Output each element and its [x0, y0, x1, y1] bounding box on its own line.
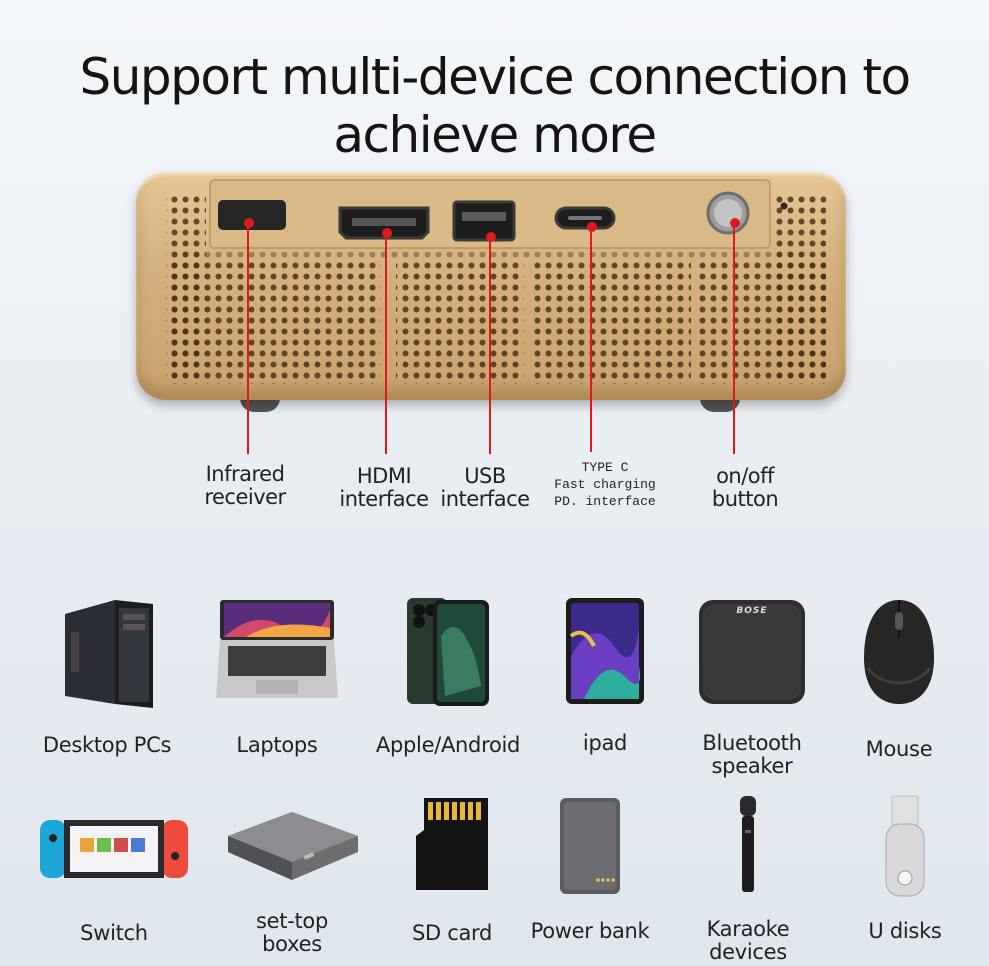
- device-label: Power bank: [530, 919, 650, 943]
- infrared-receiver-window: [218, 200, 286, 230]
- device-label: Apple/Android: [375, 733, 521, 757]
- pointer-line-infrared: [247, 222, 249, 454]
- device-phone: Apple/Android: [376, 596, 520, 757]
- pointer-dot-hdmi: [382, 228, 392, 238]
- device-set-top-box: set-top boxes: [222, 806, 362, 956]
- port-label-type-c: TYPE C Fast charging PD. interface: [554, 460, 656, 509]
- game-console-icon: [40, 820, 188, 878]
- pointer-line-power: [733, 222, 735, 454]
- device-label: U disks: [868, 919, 942, 943]
- device-label: ipad: [582, 731, 628, 755]
- device-laptop: Laptops: [216, 598, 338, 757]
- port-label-power: on/off button: [711, 464, 779, 511]
- projector-speaker-grille: [166, 179, 826, 384]
- usb-drive-icon: [885, 795, 925, 897]
- device-label: Bluetooth: [702, 731, 802, 755]
- speaker-icon: [699, 600, 805, 704]
- port-label-usb: USB interface: [440, 464, 530, 511]
- speaker-brand-logo: BOSE: [736, 606, 768, 616]
- device-u-disk: U disks: [868, 794, 942, 943]
- device-label: Switch: [80, 921, 148, 945]
- device-mouse: Mouse: [862, 598, 936, 761]
- device-bluetooth-speaker: BOSE Bluetooth speaker: [697, 598, 807, 778]
- headline-line2: achieve more: [333, 105, 657, 164]
- set-top-box-icon: [228, 812, 358, 880]
- device-sd-card: SD card: [412, 796, 492, 945]
- device-label: SD card: [411, 921, 493, 945]
- sd-card-icon: [416, 798, 488, 890]
- projector-rear-panel: [136, 172, 846, 400]
- port-label-infrared: Infrared receiver: [204, 462, 286, 509]
- pointer-line-usb: [489, 237, 491, 454]
- pointer-dot-type-c: [587, 222, 597, 232]
- device-label: Desktop PCs: [42, 733, 172, 757]
- pointer-line-hdmi: [385, 232, 387, 454]
- device-switch: Switch: [40, 818, 188, 945]
- device-desktop-pc: Desktop PCs: [43, 592, 171, 757]
- pointer-dot-power: [730, 218, 740, 228]
- power-bank-icon: [560, 798, 620, 894]
- desktop-pc-icon: [65, 600, 153, 708]
- smartphone-icon: [407, 598, 489, 706]
- pointer-dot-usb: [486, 232, 496, 242]
- device-power-bank: Power bank: [531, 796, 650, 943]
- microphone-icon: [740, 796, 756, 892]
- headline-line1: Support multi-device connection to: [79, 47, 911, 106]
- pointer-dot-infrared: [244, 218, 254, 228]
- device-label: Mouse: [865, 737, 933, 761]
- device-ipad: ipad: [564, 596, 646, 755]
- device-label: set-top: [256, 909, 328, 933]
- device-karaoke-mic: Karaoke devices: [707, 794, 790, 964]
- device-label: Laptops: [236, 733, 318, 757]
- tablet-icon: [566, 598, 644, 704]
- device-label: Karaoke: [706, 917, 790, 941]
- mouse-icon: [864, 600, 934, 704]
- pointer-line-type-c: [590, 226, 592, 452]
- port-label-hdmi: HDMI interface: [339, 464, 429, 511]
- headline: Support multi-device connection to achie…: [0, 48, 989, 164]
- laptop-icon: [216, 600, 338, 698]
